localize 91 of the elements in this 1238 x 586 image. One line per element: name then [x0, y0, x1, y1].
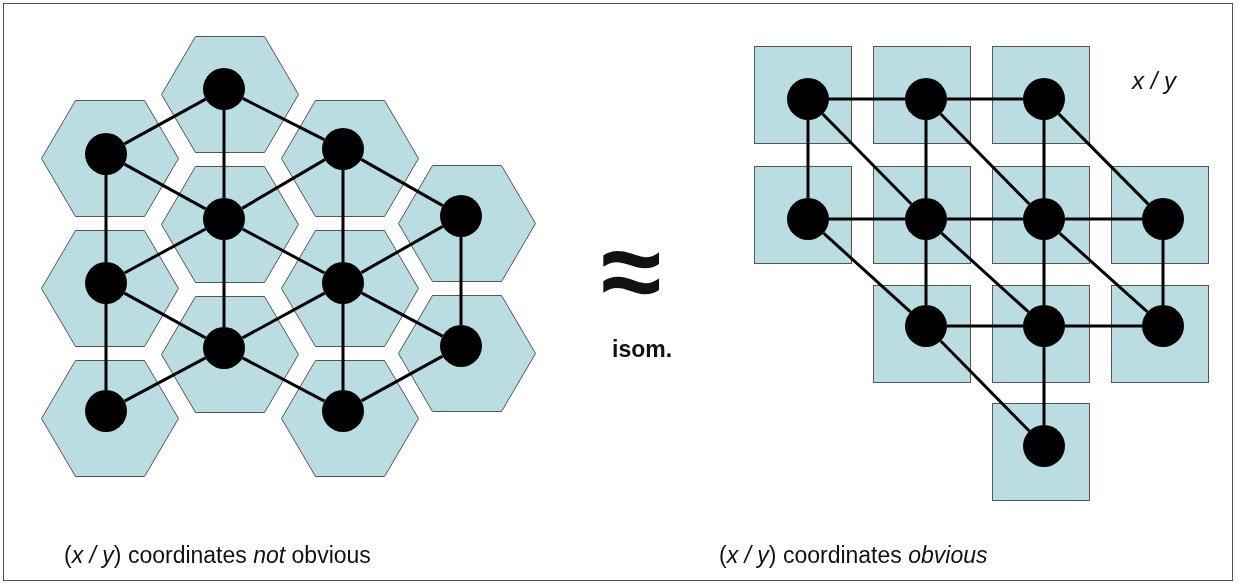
connector-line [924, 240, 928, 305]
connector-line [123, 162, 207, 211]
connector-line [1161, 240, 1165, 305]
connector-line [104, 304, 108, 390]
connector-line [829, 97, 905, 101]
connector-line [1057, 112, 1150, 206]
connector-line [947, 217, 1023, 221]
hexagon-cell [398, 294, 536, 412]
connector-line [940, 232, 1030, 313]
square-cell [992, 403, 1090, 501]
connector-line [806, 120, 810, 198]
connector-line [123, 291, 207, 340]
connector-line [1042, 347, 1046, 425]
connector-line [1065, 324, 1142, 328]
hexagon-cell [281, 99, 419, 217]
connector-line [241, 227, 326, 275]
lattice-point [440, 195, 482, 237]
axis-label: x / y [1132, 67, 1176, 95]
connector-line [1042, 120, 1046, 198]
square-cell [873, 46, 971, 144]
lattice-point [1023, 198, 1065, 240]
lattice-point [322, 390, 364, 432]
hexagon-cell [281, 229, 419, 347]
connector-line [829, 217, 905, 221]
lattice-point [1023, 425, 1065, 467]
lattice-point [322, 128, 364, 170]
lattice-point [203, 198, 245, 240]
hexagon-cell [161, 295, 299, 413]
lattice-point [905, 198, 947, 240]
lattice-point [787, 198, 829, 240]
square-cell [1111, 285, 1209, 383]
connector-line [123, 227, 207, 275]
square-cell [992, 285, 1090, 383]
square-cell [754, 166, 852, 264]
connector-line [360, 225, 444, 274]
connector-line [947, 97, 1023, 101]
hexagon-cell [398, 164, 536, 282]
lattice-point [85, 133, 127, 175]
hexagon-cell [161, 35, 299, 153]
approx-sign: ≈ [601, 216, 662, 326]
connector-line [123, 356, 207, 403]
lattice-point [85, 390, 127, 432]
connector-line [222, 110, 226, 198]
connector-line [341, 304, 345, 390]
connector-line [1058, 231, 1149, 314]
lattice-point [322, 262, 364, 304]
isomorphism-label: isom. [612, 336, 673, 363]
connector-line [241, 158, 326, 210]
connector-line [939, 112, 1031, 206]
lattice-point [1023, 78, 1065, 120]
connector-line [242, 97, 325, 141]
square-cell [873, 285, 971, 383]
lattice-point [787, 78, 829, 120]
hexagon-cell [161, 165, 299, 283]
connector-line [360, 354, 444, 403]
square-cell [1111, 166, 1209, 264]
lattice-point [440, 325, 482, 367]
lattice-point [85, 262, 127, 304]
connector-line [341, 170, 345, 262]
connector-line [360, 158, 444, 207]
square-cell [992, 46, 1090, 144]
connector-line [822, 232, 912, 313]
connector-line [459, 237, 463, 325]
connector-line [104, 175, 108, 262]
caption-text: (x / y) coordinates obvious [719, 542, 988, 569]
square-cell [754, 46, 852, 144]
caption-text: (x / y) coordinates not obvious [64, 542, 371, 569]
lattice-point [1142, 305, 1184, 347]
connector-line [924, 120, 928, 198]
connector-line [1065, 217, 1142, 221]
lattice-point [203, 68, 245, 110]
connector-line [241, 291, 326, 340]
lattice-point [1023, 305, 1065, 347]
hexagon-cell [41, 359, 179, 477]
connector-line [1042, 240, 1046, 305]
lattice-point [905, 305, 947, 347]
connector-line [360, 291, 444, 338]
connector-line [241, 356, 326, 403]
lattice-point [1142, 198, 1184, 240]
square-cell [873, 166, 971, 264]
connector-line [947, 324, 1023, 328]
square-cell [992, 166, 1090, 264]
hexagon-cell [281, 359, 419, 477]
lattice-point [905, 78, 947, 120]
lattice-point [203, 327, 245, 369]
connector-line [222, 240, 226, 327]
hexagon-cell [41, 99, 179, 217]
connector-line [123, 97, 207, 146]
connector-line [939, 339, 1031, 433]
hexagon-cell [41, 229, 179, 347]
connector-line [821, 112, 913, 206]
